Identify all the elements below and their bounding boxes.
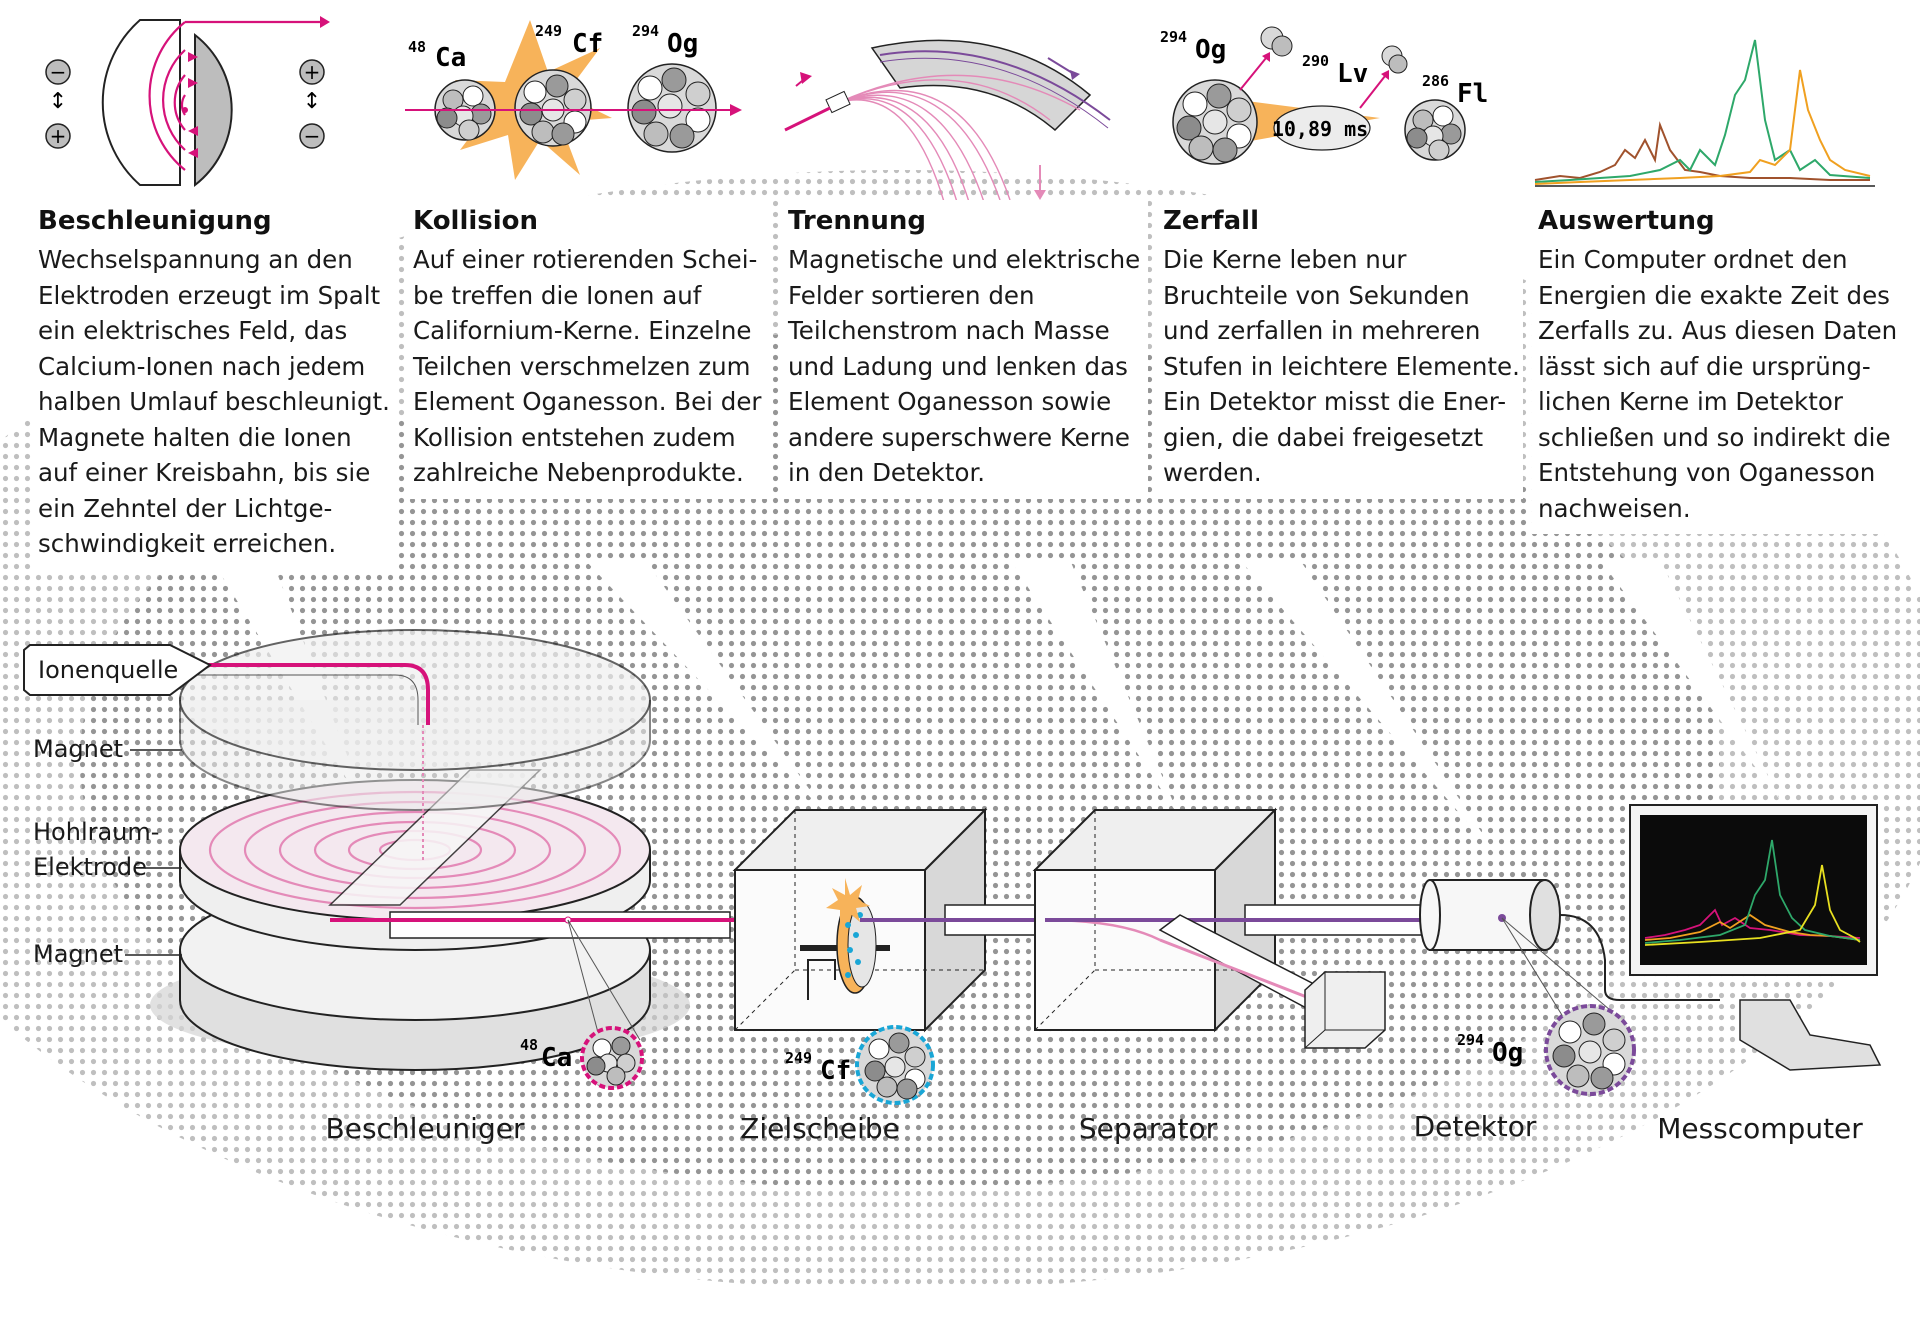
station-label-target: Zielscheibe bbox=[740, 1112, 900, 1145]
cf-badge bbox=[855, 1025, 935, 1105]
ion-source-label: Ionenquelle bbox=[23, 644, 212, 696]
svg-text:−: − bbox=[50, 60, 67, 84]
svg-text:Cf: Cf bbox=[820, 1056, 851, 1086]
svg-text:+: + bbox=[304, 60, 321, 84]
svg-text:48: 48 bbox=[408, 38, 426, 56]
decay-icon: 294 Og 290 Lv 286 Fl 10,89 ms bbox=[1160, 26, 1488, 165]
cf-nucleus-icon bbox=[514, 69, 592, 147]
svg-text:Ionenquelle: Ionenquelle bbox=[38, 656, 178, 684]
target-chamber bbox=[732, 807, 988, 1033]
step-collision: Kollision Auf einer rotierenden Schei-be… bbox=[407, 200, 773, 499]
svg-text:Og: Og bbox=[667, 29, 698, 59]
station-label-accelerator: Beschleuniger bbox=[326, 1112, 525, 1145]
decay-time-label: 10,89 ms bbox=[1272, 117, 1368, 141]
svg-text:Og: Og bbox=[1492, 1038, 1523, 1068]
station-label-detector: Detektor bbox=[1414, 1110, 1537, 1143]
collision-icon: 48 Ca 249 Cf 294 Og bbox=[405, 20, 742, 180]
svg-text:Ca: Ca bbox=[435, 43, 466, 73]
spectrum-icon bbox=[1534, 39, 1875, 187]
svg-text:294: 294 bbox=[1160, 28, 1187, 46]
lv-cloud-icon bbox=[1273, 105, 1371, 151]
svg-text:Lv: Lv bbox=[1337, 59, 1368, 89]
ca-badge bbox=[580, 1026, 644, 1090]
step-title: Auswertung bbox=[1538, 206, 1715, 236]
svg-text:+: + bbox=[50, 124, 67, 148]
svg-text:Og: Og bbox=[1195, 35, 1226, 65]
station-label-separator: Separator bbox=[1079, 1112, 1218, 1145]
alpha-particle-icon bbox=[1260, 26, 1408, 74]
svg-text:249: 249 bbox=[785, 1049, 812, 1067]
step-title: Kollision bbox=[413, 206, 539, 236]
cavity-label-1: Hohlraum- bbox=[33, 818, 159, 846]
magnet-top-label: Magnet bbox=[33, 735, 123, 763]
svg-text:48: 48 bbox=[520, 1036, 538, 1054]
svg-text:−: − bbox=[304, 124, 321, 148]
og-badge bbox=[1544, 1004, 1636, 1096]
accelerator bbox=[150, 629, 1420, 1071]
cavity-label-2: Elektrode bbox=[33, 853, 147, 881]
polarity-left-icon: − ↕ + bbox=[45, 59, 71, 149]
separation-icon bbox=[784, 39, 1111, 206]
measurement-computer bbox=[1629, 804, 1882, 1071]
svg-text:Fl: Fl bbox=[1457, 79, 1488, 109]
fl-nucleus-icon bbox=[1404, 99, 1466, 161]
svg-text:↕: ↕ bbox=[49, 89, 67, 114]
step-title: Beschleunigung bbox=[38, 206, 272, 236]
cyclotron-icon: − ↕ + + ↕ − bbox=[45, 16, 330, 188]
svg-text:Ca: Ca bbox=[541, 1043, 572, 1073]
step-text: Auf einer rotierenden Schei-be treffen d… bbox=[413, 245, 762, 487]
svg-text:Cf: Cf bbox=[572, 29, 603, 59]
svg-text:294: 294 bbox=[1457, 1031, 1484, 1049]
polarity-right-icon: + ↕ − bbox=[299, 59, 325, 149]
detector-cylinder bbox=[1419, 879, 1720, 1021]
svg-text:294: 294 bbox=[632, 22, 659, 40]
svg-text:286: 286 bbox=[1422, 72, 1449, 90]
step-title: Trennung bbox=[788, 206, 926, 236]
og-decay-nucleus-icon bbox=[1172, 79, 1258, 165]
station-label-computer: Messcomputer bbox=[1657, 1112, 1863, 1145]
svg-text:249: 249 bbox=[535, 22, 562, 40]
magnet-bottom-label: Magnet bbox=[33, 940, 123, 968]
svg-text:290: 290 bbox=[1302, 52, 1329, 70]
og-nucleus-icon bbox=[627, 63, 717, 153]
step-title: Zerfall bbox=[1163, 206, 1259, 236]
ca-nucleus-icon bbox=[434, 79, 496, 141]
svg-text:↕: ↕ bbox=[303, 89, 321, 114]
